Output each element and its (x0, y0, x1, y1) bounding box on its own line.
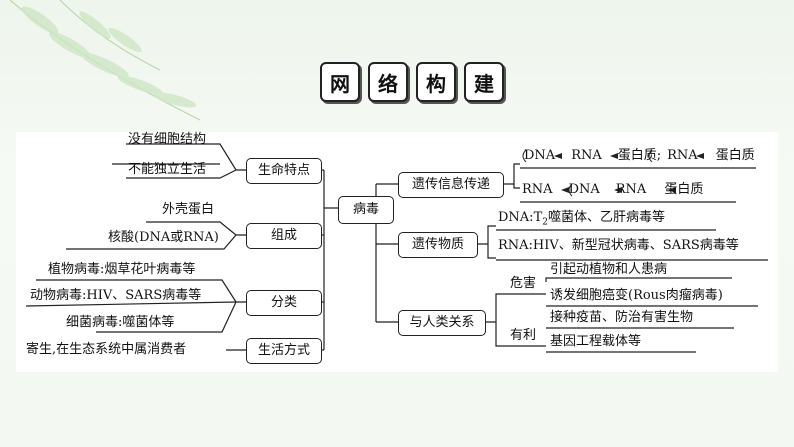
material-node: 遗传物质 (398, 232, 478, 258)
comp-item-1: 外壳蛋白 (162, 202, 215, 217)
material-rna: RNA:HIV、新型冠状病毒、SARS病毒等 (498, 238, 739, 253)
flow-node: 遗传信息传递 (398, 172, 504, 198)
harm-item-1: 引起动植物和人患病 (550, 262, 668, 277)
page-title: 网 络 构 建 (320, 62, 504, 102)
material-dna-rest: 噬菌体、乙肝病毒等 (547, 210, 665, 225)
way-node: 生活方式 (246, 338, 322, 364)
flow-protein-2: 蛋白质 (715, 148, 755, 163)
comp-node: 组成 (246, 223, 322, 249)
material-dna-prefix: DNA:T (498, 210, 543, 225)
flow-row1: DNA RNA 蛋白质; RNA 蛋白质 (524, 148, 755, 164)
material-dna-sub: 2 (542, 217, 548, 228)
life-node: 生命特点 (246, 158, 322, 184)
relation-node: 与人类关系 (398, 310, 486, 336)
flow-rna: RNA (571, 148, 602, 163)
title-char: 络 (368, 62, 408, 102)
center-node: 病毒 (338, 196, 394, 224)
flow2-rna: RNA (522, 182, 553, 197)
benefit-item-2: 基因工程载体等 (550, 334, 642, 349)
title-char: 构 (416, 62, 456, 102)
connector-lines (25, 143, 768, 353)
class-item-2: 动物病毒:HIV、SARS病毒等 (30, 288, 202, 303)
flow2-rna-2: RNA (615, 182, 647, 197)
title-char: 建 (464, 62, 504, 102)
material-dna: DNA:T2噬菌体、乙肝病毒等 (498, 210, 665, 231)
class-node: 分类 (246, 290, 322, 316)
life-item-1: 没有细胞结构 (128, 132, 207, 147)
class-item-3: 细菌病毒:噬菌体等 (66, 315, 175, 330)
flow-rna-circled: RNA (667, 148, 698, 163)
flow-dna-circled: DNA (524, 148, 556, 163)
harm-label: 危害 (510, 276, 537, 291)
class-item-1: 植物病毒:烟草花叶病毒等 (48, 262, 196, 277)
harm-item-2: 诱发细胞癌变(Rous肉瘤病毒) (550, 288, 723, 303)
life-item-2: 不能独立生活 (128, 162, 207, 177)
flow-protein: 蛋白质; (617, 148, 662, 163)
leaf-decoration (9, 0, 201, 121)
flow2-protein: 蛋白质 (664, 182, 704, 197)
benefit-label: 有利 (510, 328, 537, 343)
benefit-item-1: 接种疫苗、防治有害生物 (550, 310, 694, 325)
concept-map: 没有细胞结构 不能独立生活 生命特点 外壳蛋白 核酸(DNA或RNA) 组成 植… (16, 132, 778, 372)
title-char: 网 (320, 62, 360, 102)
comp-item-2: 核酸(DNA或RNA) (108, 230, 219, 245)
flow-row2: RNA DNA RNA 蛋白质 (522, 182, 703, 198)
way-item-1: 寄生,在生态系统中属消费者 (26, 342, 187, 357)
flow2-dna-circled: DNA (568, 182, 600, 197)
